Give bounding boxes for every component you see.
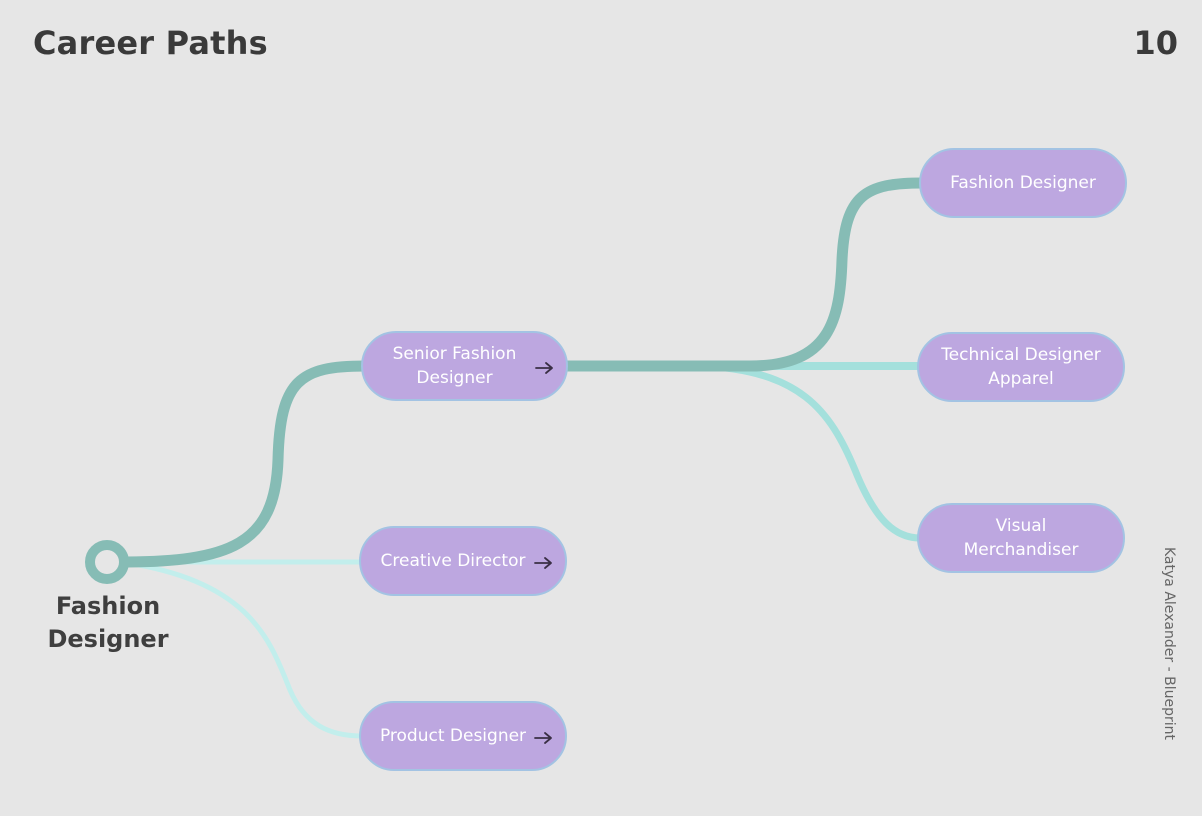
node-label: Creative Director [380, 551, 526, 571]
node-senior-fashion-designer[interactable]: Senior Fashion Designer [361, 331, 568, 401]
arrow-right-icon [535, 362, 553, 374]
arrow-right-icon [534, 557, 552, 569]
ring-marker-icon [85, 540, 129, 584]
node-label-line2: Designer [416, 368, 493, 388]
node-visual-merchandiser[interactable]: Visual Merchandiser [917, 503, 1125, 573]
author-credit: Katya Alexander - Blueprint [1161, 547, 1177, 740]
start-label-line1: Fashion [55, 592, 161, 620]
node-technical-designer-apparel[interactable]: Technical Designer Apparel [917, 332, 1125, 402]
connector-senior-to-fashion-designer [559, 177, 928, 372]
connector-senior-to-visual-merchandiser [696, 362, 924, 542]
start-role-label: Fashion Designer [40, 590, 176, 656]
node-label-line2: Merchandiser [963, 540, 1079, 560]
page-number: 10 [1133, 24, 1178, 62]
arrow-right-icon [534, 732, 552, 744]
node-creative-director[interactable]: Creative Director [359, 526, 567, 596]
node-label: Product Designer [379, 726, 527, 746]
connector-start-to-senior-fashion-designer [114, 360, 371, 568]
page-title: Career Paths [33, 24, 268, 62]
node-label-line1: Visual [995, 516, 1047, 536]
node-label-line1: Senior Fashion [392, 344, 517, 364]
node-label-line1: Technical Designer [941, 345, 1101, 365]
start-label-line2: Designer [47, 625, 169, 653]
node-fashion-designer[interactable]: Fashion Designer [919, 148, 1127, 218]
connector-start-to-product-designer [117, 559, 365, 739]
node-label: Fashion Designer [950, 173, 1096, 193]
node-product-designer[interactable]: Product Designer [359, 701, 567, 771]
node-label-line2: Apparel [988, 369, 1054, 389]
